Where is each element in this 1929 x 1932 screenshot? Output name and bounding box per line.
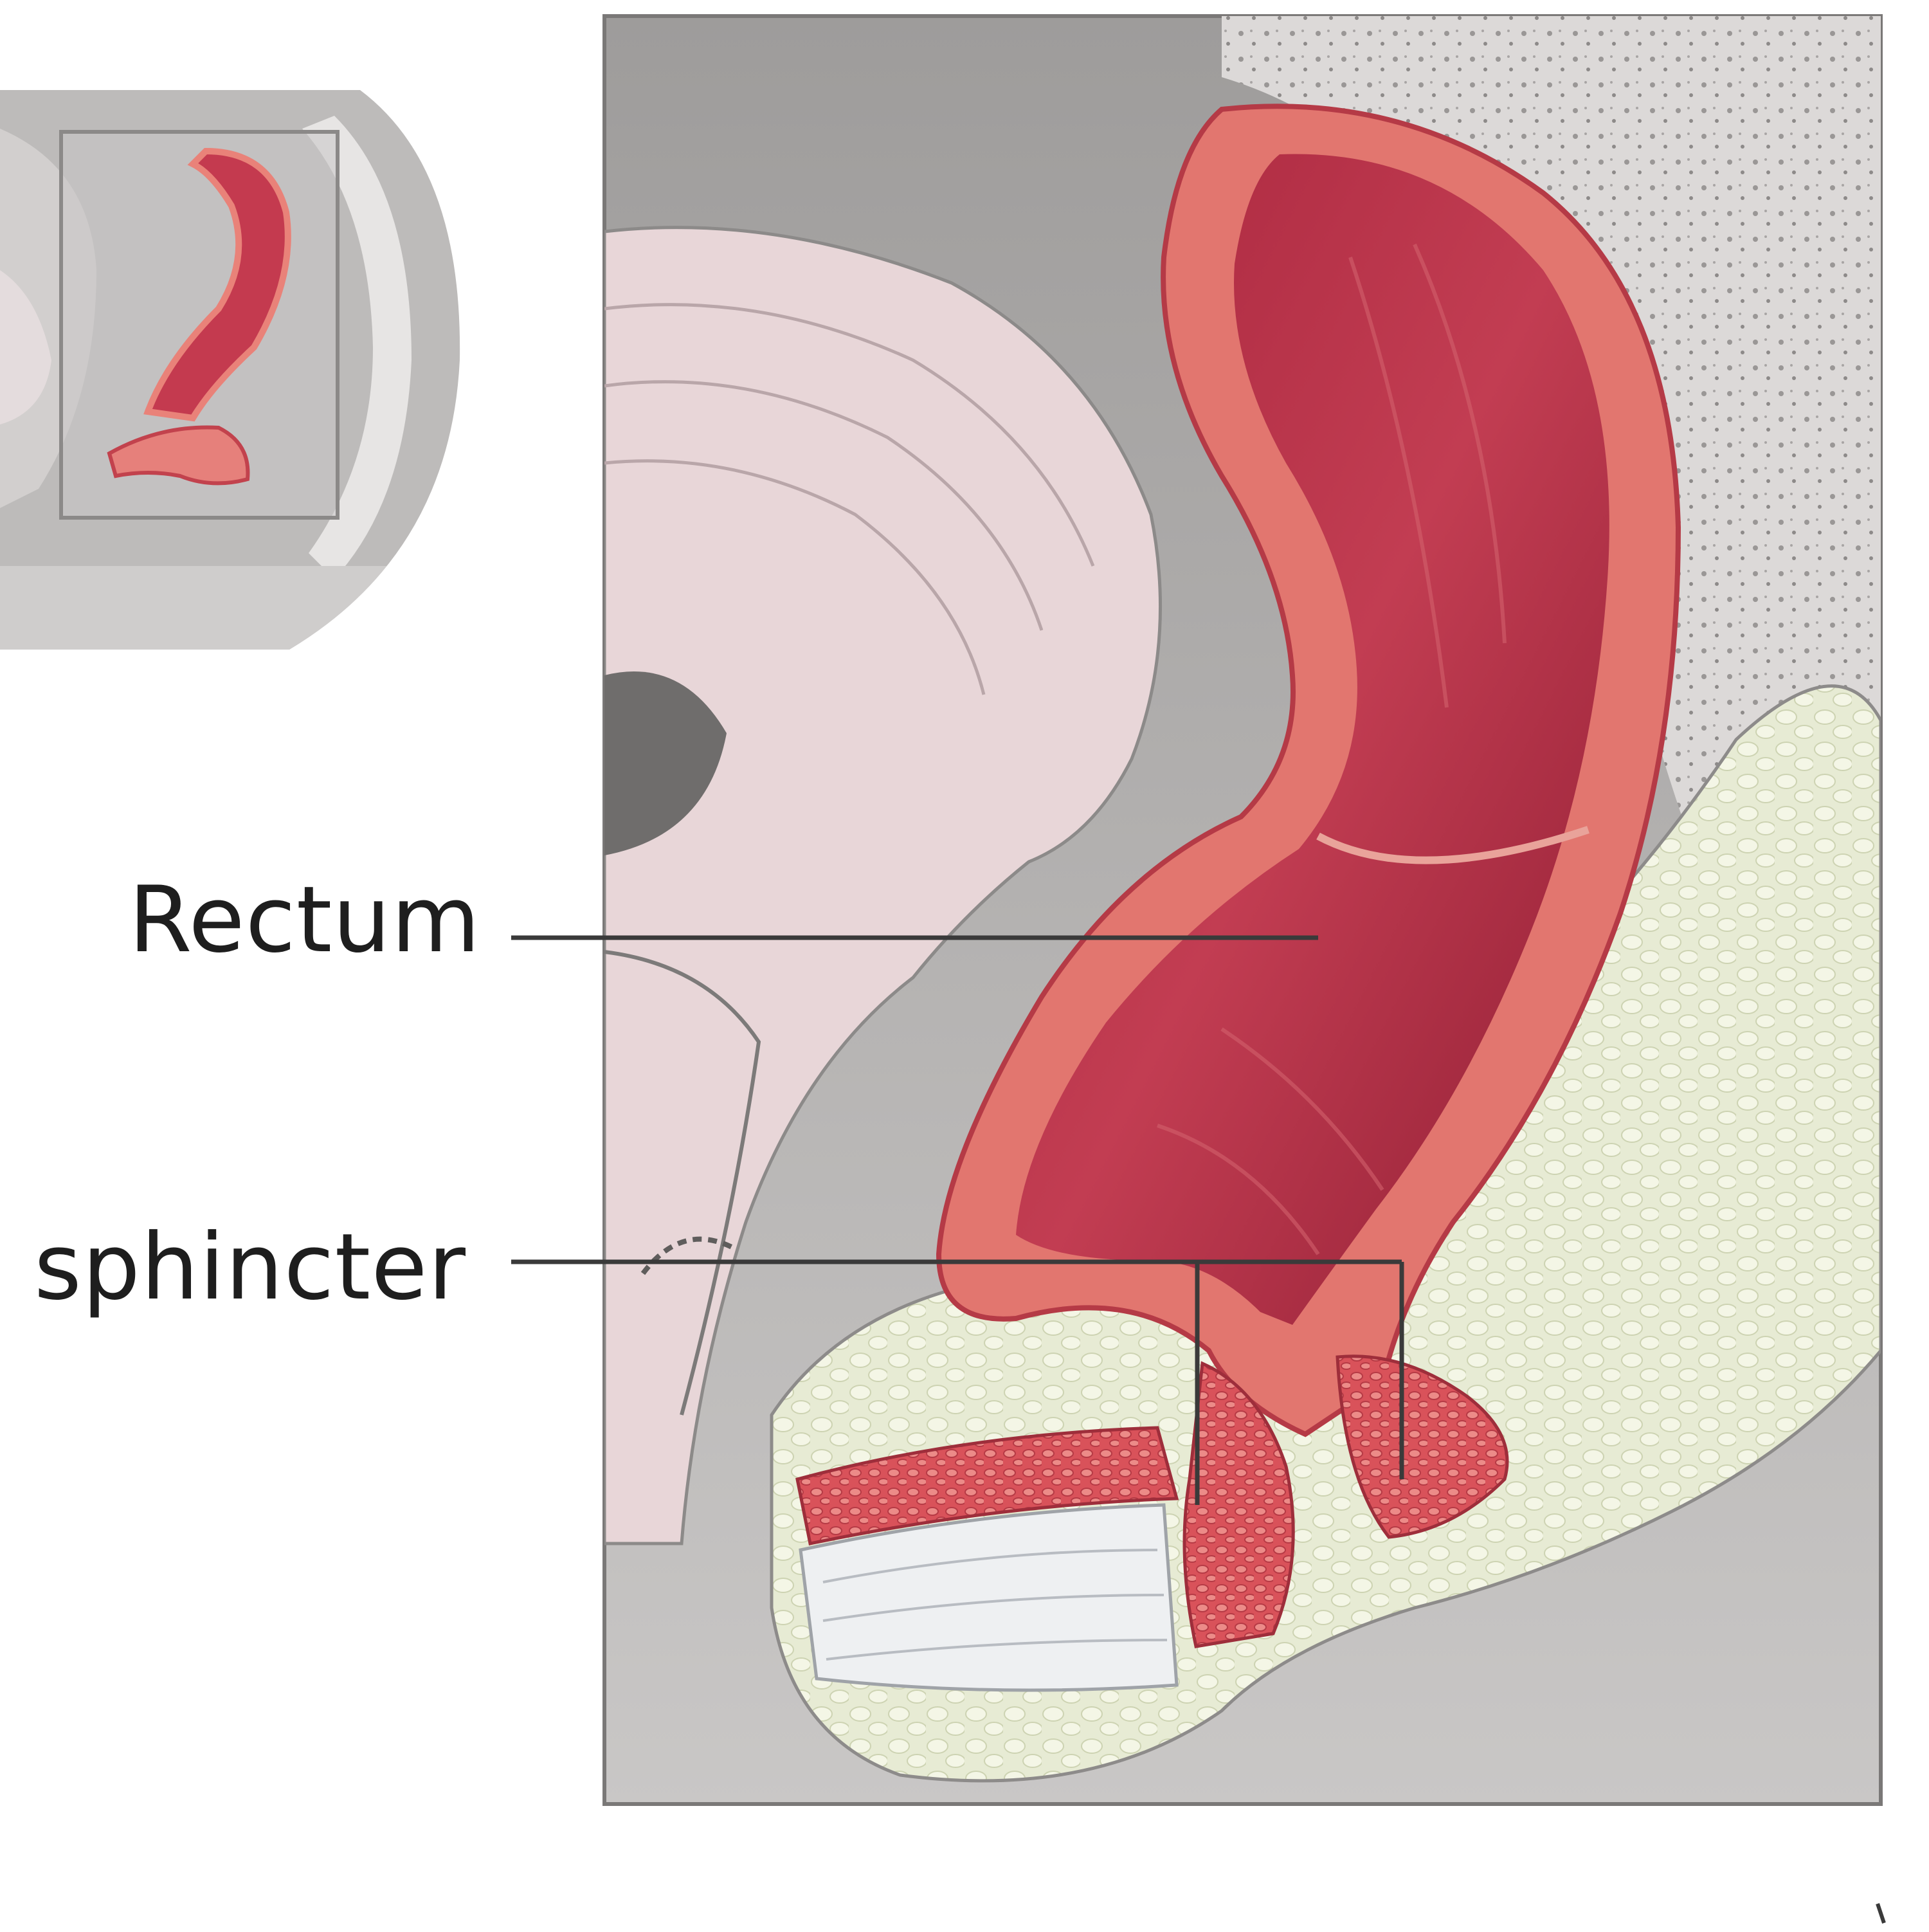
inset-rectum	[143, 147, 291, 422]
main-panel	[602, 14, 1883, 1806]
inset-sphincter	[107, 425, 250, 486]
sphincter-label: . sphincter	[0, 1214, 466, 1320]
leader-lines	[511, 935, 1404, 1505]
external-sphincter-muscle	[1336, 1354, 1509, 1539]
pelvic-organs	[604, 226, 1163, 1545]
corner-mark	[1876, 1903, 1886, 1924]
inset-overview	[0, 90, 460, 650]
rectum-label: Rectum	[129, 867, 481, 973]
rectum-lumen	[1016, 154, 1609, 1325]
levator-muscle-band	[795, 1426, 1179, 1545]
internal-sphincter-muscle	[1182, 1361, 1295, 1648]
